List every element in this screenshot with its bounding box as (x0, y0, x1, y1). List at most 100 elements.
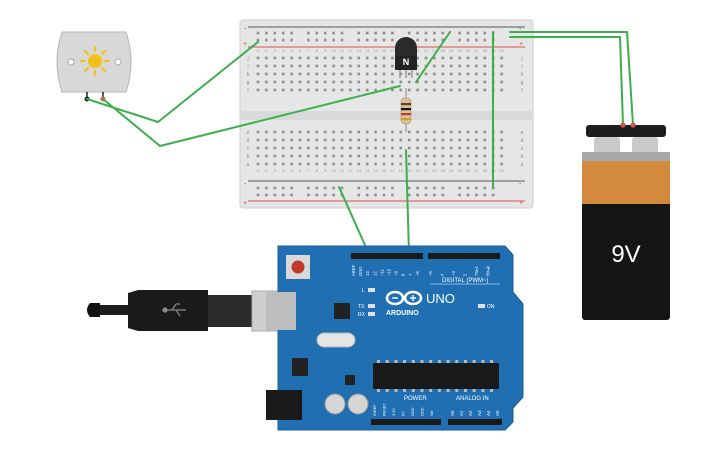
breadboard-hole[interactable] (349, 130, 352, 134)
breadboard-hole[interactable] (273, 146, 277, 150)
breadboard-hole[interactable] (416, 64, 419, 68)
rail-hole[interactable] (441, 193, 445, 197)
breadboard-hole[interactable] (256, 130, 260, 134)
breadboard-hole[interactable] (307, 88, 310, 92)
breadboard-hole[interactable] (357, 64, 361, 68)
breadboard-hole[interactable] (391, 138, 394, 142)
wire-motor-negative-to-rail[interactable] (86, 41, 259, 123)
breadboard-hole[interactable] (357, 130, 361, 134)
rail-hole[interactable] (357, 31, 361, 35)
breadboard-hole[interactable] (500, 162, 503, 166)
rail-hole[interactable] (475, 186, 478, 190)
breadboard-hole[interactable] (458, 162, 461, 166)
rail-hole[interactable] (307, 186, 310, 190)
breadboard-hole[interactable] (424, 88, 428, 92)
wire-pin9-to-resistor[interactable] (405, 149, 410, 255)
reset-button[interactable] (291, 260, 305, 274)
breadboard-hole[interactable] (382, 80, 386, 84)
breadboard-hole[interactable] (475, 88, 478, 92)
breadboard-hole[interactable] (357, 162, 361, 166)
rail-hole[interactable] (475, 31, 478, 35)
breadboard-hole[interactable] (391, 146, 394, 150)
breadboard-hole[interactable] (332, 130, 335, 134)
rail-hole[interactable] (433, 193, 436, 197)
rail-hole[interactable] (340, 38, 344, 42)
rail-hole[interactable] (365, 193, 369, 197)
breadboard-hole[interactable] (483, 64, 487, 68)
rail-hole[interactable] (307, 38, 310, 42)
breadboard-hole[interactable] (349, 80, 352, 84)
rail-hole[interactable] (458, 193, 461, 197)
breadboard-hole[interactable] (265, 154, 268, 158)
breadboard-hole[interactable] (449, 146, 453, 150)
breadboard-hole[interactable] (458, 72, 461, 76)
breadboard-hole[interactable] (458, 64, 461, 68)
wire-rail-to-battery-positive[interactable] (509, 31, 634, 126)
breadboard-hole[interactable] (281, 72, 285, 76)
breadboard-hole[interactable] (483, 130, 487, 134)
breadboard-hole[interactable] (382, 130, 386, 134)
breadboard-hole[interactable] (500, 130, 503, 134)
rail-hole[interactable] (332, 31, 335, 35)
rail-hole[interactable] (416, 193, 419, 197)
rail-hole[interactable] (441, 186, 445, 190)
breadboard-hole[interactable] (458, 130, 461, 134)
breadboard-hole[interactable] (449, 88, 453, 92)
breadboard-hole[interactable] (349, 64, 352, 68)
breadboard-hole[interactable] (500, 88, 503, 92)
breadboard-hole[interactable] (374, 146, 377, 150)
breadboard-hole[interactable] (298, 72, 302, 76)
breadboard-hole[interactable] (256, 146, 260, 150)
breadboard-hole[interactable] (265, 56, 268, 60)
breadboard-hole[interactable] (416, 146, 419, 150)
battery-terminal-positive[interactable] (620, 122, 626, 128)
breadboard-hole[interactable] (466, 146, 470, 150)
breadboard-hole[interactable] (315, 130, 319, 134)
breadboard-hole[interactable] (281, 56, 285, 60)
breadboard-hole[interactable] (449, 72, 453, 76)
rail-hole[interactable] (458, 38, 461, 42)
breadboard-hole[interactable] (475, 80, 478, 84)
breadboard-hole[interactable] (441, 130, 445, 134)
breadboard-hole[interactable] (365, 130, 369, 134)
breadboard-hole[interactable] (374, 138, 377, 142)
breadboard-hole[interactable] (273, 154, 277, 158)
breadboard-hole[interactable] (323, 130, 327, 134)
rail-hole[interactable] (340, 31, 344, 35)
breadboard-hole[interactable] (424, 154, 428, 158)
rail-hole[interactable] (256, 186, 260, 190)
breadboard-hole[interactable] (340, 88, 344, 92)
breadboard-hole[interactable] (382, 162, 386, 166)
rail-hole[interactable] (441, 31, 445, 35)
wire-rail-to-battery-negative[interactable] (509, 36, 624, 126)
breadboard-hole[interactable] (374, 130, 377, 134)
breadboard-hole[interactable] (374, 72, 377, 76)
breadboard-hole[interactable] (399, 88, 403, 92)
breadboard-hole[interactable] (391, 80, 394, 84)
rail-hole[interactable] (441, 38, 445, 42)
rail-hole[interactable] (382, 38, 386, 42)
breadboard-hole[interactable] (382, 154, 386, 158)
breadboard-hole[interactable] (357, 88, 361, 92)
breadboard-hole[interactable] (500, 64, 503, 68)
breadboard-hole[interactable] (424, 80, 428, 84)
breadboard-hole[interactable] (458, 80, 461, 84)
rail-hole[interactable] (332, 193, 335, 197)
usb-cable[interactable] (87, 290, 297, 332)
breadboard-hole[interactable] (466, 80, 470, 84)
breadboard-hole[interactable] (340, 130, 344, 134)
breadboard-hole[interactable] (374, 80, 377, 84)
breadboard-hole[interactable] (433, 56, 436, 60)
wire-motor-positive-to-collector[interactable] (102, 85, 401, 147)
breadboard-hole[interactable] (441, 64, 445, 68)
rail-hole[interactable] (357, 193, 361, 197)
rail-hole[interactable] (374, 193, 377, 197)
breadboard-hole[interactable] (332, 88, 335, 92)
breadboard-hole[interactable] (500, 138, 503, 142)
breadboard-hole[interactable] (340, 138, 344, 142)
breadboard-hole[interactable] (407, 80, 411, 84)
rail-hole[interactable] (491, 186, 495, 190)
breadboard-hole[interactable] (298, 56, 302, 60)
breadboard-hole[interactable] (449, 56, 453, 60)
breadboard-hole[interactable] (332, 146, 335, 150)
